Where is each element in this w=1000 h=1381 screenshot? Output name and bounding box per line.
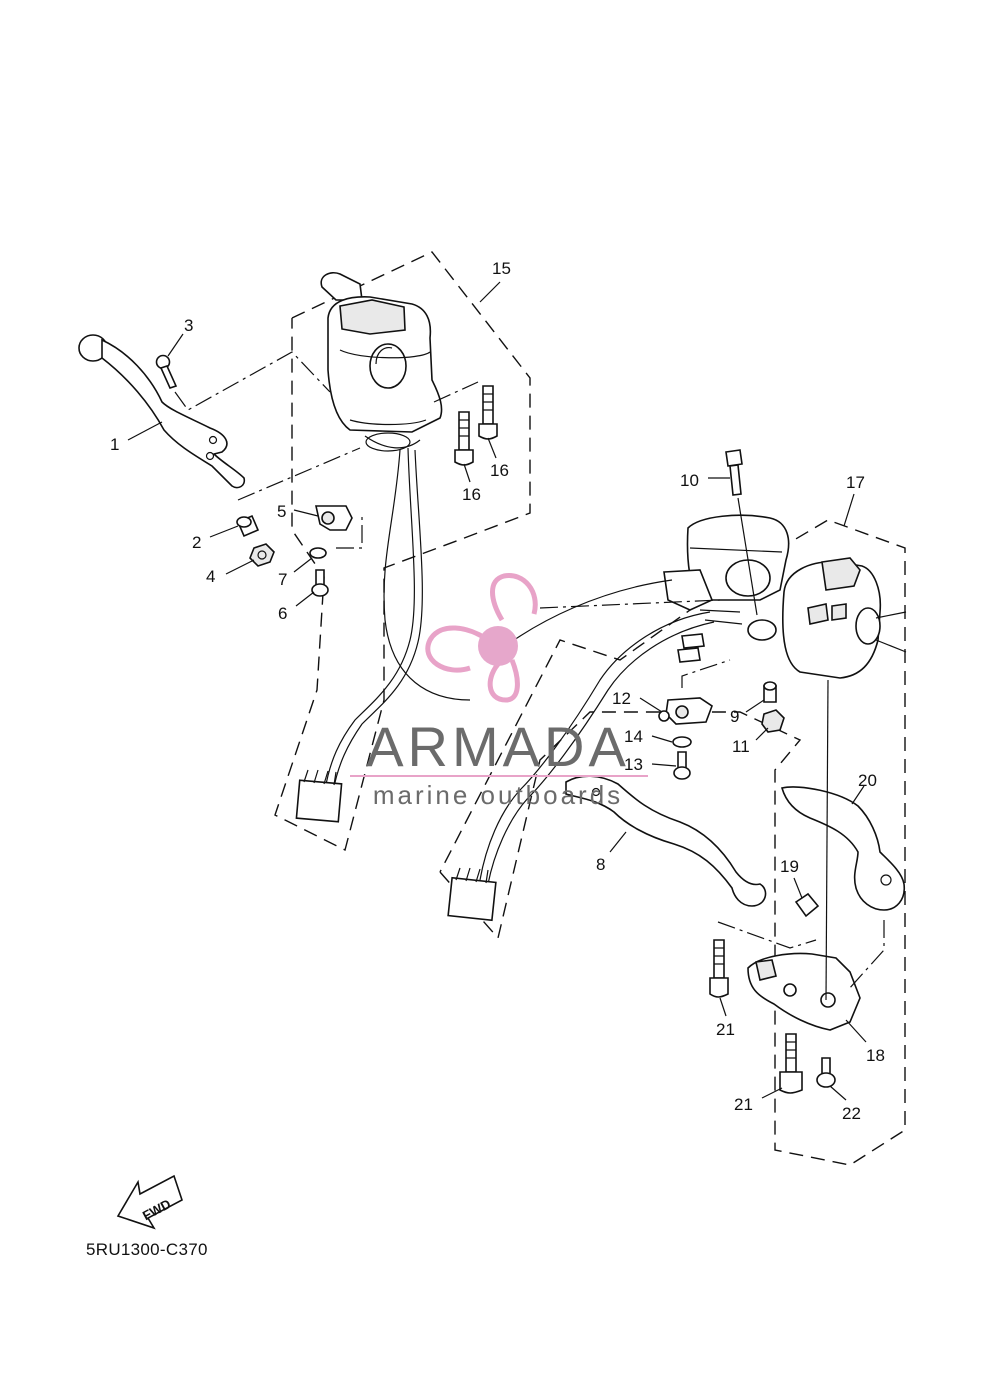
callout-13: 13 [624,755,643,774]
callout-2: 2 [192,533,201,552]
switch-12 [658,697,713,725]
bolt-10 [725,449,743,496]
bolt-16-a [454,411,474,466]
callout-11: 11 [732,737,750,756]
callout-22: 22 [842,1104,861,1123]
callout-18: 18 [866,1046,885,1065]
washer-7 [309,547,327,559]
screw-6 [311,569,329,597]
nut-11 [761,709,785,733]
callout-21b: 21 [734,1095,753,1114]
collar-19 [794,892,820,918]
callout-7: 7 [278,570,287,589]
screw-22 [816,1057,836,1088]
callout-6: 6 [278,604,287,623]
watermark-brand: ARMADA [366,715,630,778]
callout-16a: 16 [462,485,481,504]
fwd-arrow-icon: FWD [116,1174,183,1230]
callout-9: 9 [730,707,739,726]
armada-watermark: ARMADA marine outboards [350,573,648,810]
screw-13 [673,751,691,780]
bolt-21-b [779,1033,803,1094]
callout-21a: 21 [716,1020,735,1039]
left-switch-wire-harness [295,447,471,823]
callout-4: 4 [206,567,215,586]
callout-16b: 16 [490,461,509,480]
right-brake-lever [565,775,767,907]
callout-17: 17 [846,473,865,492]
callout-3: 3 [184,316,193,335]
propeller-logo-icon [425,573,538,703]
callout-1: 1 [110,435,119,454]
diagram-code: 5RU1300-C370 [86,1240,208,1259]
left-brake-lever [78,334,246,489]
bolt-16-b [478,385,498,440]
callouts: 1 2 3 4 5 6 7 8 9 10 11 12 13 14 15 16 1… [110,259,885,1123]
collar-9 [763,681,777,703]
clutch-lever-20 [780,786,906,911]
right-switch-wire-harness [447,579,715,922]
callout-19: 19 [780,857,799,876]
left-switch-housing [320,271,443,452]
callout-15: 15 [492,259,511,278]
assembly-line-20 [825,679,829,1001]
assembly-line-3 [174,351,331,411]
switch-5 [315,505,353,531]
assembly-line-18 [717,921,817,949]
collar-2 [236,514,260,538]
callout-5: 5 [277,502,286,521]
assembly-line-10 [737,497,758,616]
callout-8: 8 [596,855,605,874]
washer-14 [672,736,692,748]
bolt-21-a [709,939,729,998]
right-switch-housing [781,557,907,679]
assembly-line-5 [336,512,363,549]
assembly-line-12 [681,659,731,688]
assembly-line-16 [433,381,479,403]
watermark-tagline: marine outboards [373,780,623,810]
bolt-3 [155,354,178,389]
nut-4 [249,543,275,567]
assembly-line-2 [237,447,361,501]
callout-12: 12 [612,689,631,708]
assembly-line-20b [847,920,885,991]
callout-10: 10 [680,471,699,490]
callout-20: 20 [858,771,877,790]
callout-14: 14 [624,727,643,746]
lever-bracket-18 [747,952,861,1031]
master-cylinder [663,514,790,641]
